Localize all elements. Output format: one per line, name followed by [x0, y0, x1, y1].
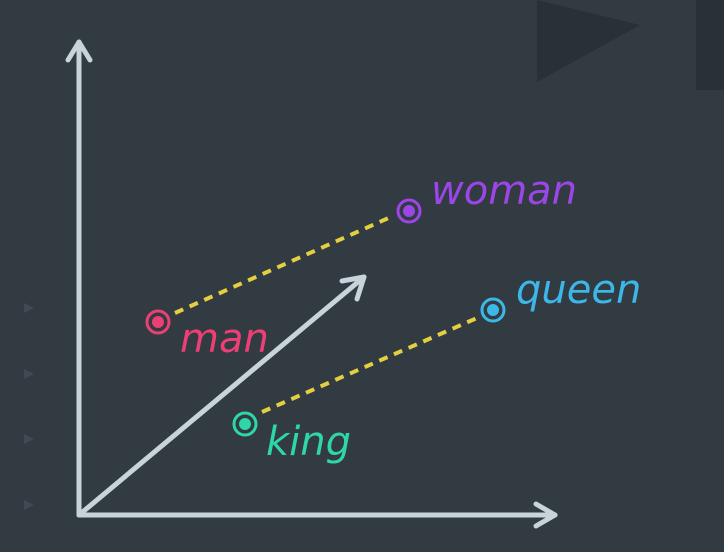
axes — [65, 39, 558, 529]
point-ring — [480, 297, 506, 323]
word-label-queen: queen — [516, 267, 641, 313]
connector-king-queen — [261, 316, 478, 414]
side-marker-icon — [24, 434, 34, 444]
point-dot — [152, 316, 164, 328]
play-shape-icon — [537, 0, 640, 82]
word-point-man: man — [145, 309, 269, 362]
point-dot — [403, 205, 415, 217]
word-point-queen: queen — [480, 267, 641, 323]
point-ring — [396, 198, 422, 224]
side-marker-icon — [24, 303, 34, 313]
point-ring — [232, 411, 258, 437]
background-panel — [696, 0, 724, 90]
word-label-man: man — [180, 316, 269, 362]
point-dot — [487, 304, 499, 316]
x-axis-arrow-icon — [533, 501, 558, 529]
word-label-woman: woman — [431, 168, 577, 214]
y-axis-arrow-icon — [65, 39, 93, 63]
side-marker-icon — [24, 369, 34, 379]
diagonal-vector-arrow-icon — [339, 274, 367, 302]
point-dot — [239, 418, 251, 430]
diagonal-vector — [76, 274, 367, 518]
word-label-king: king — [266, 419, 351, 465]
word-point-king: king — [232, 411, 351, 465]
point-ring — [145, 309, 171, 335]
word-point-woman: woman — [396, 168, 577, 224]
side-marker-icon — [24, 500, 34, 510]
connector-man-woman — [174, 214, 394, 315]
